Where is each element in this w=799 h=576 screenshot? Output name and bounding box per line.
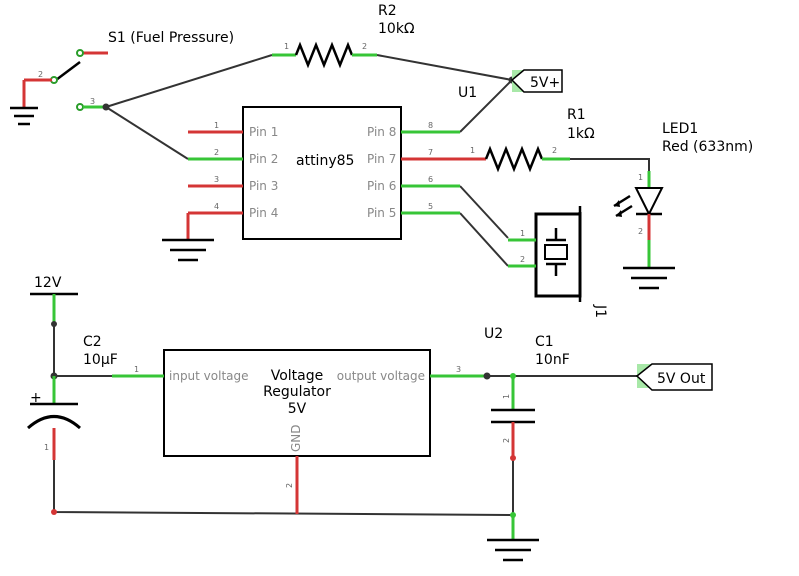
v12-label: 12V bbox=[34, 275, 62, 291]
wire-pin5-j1 bbox=[459, 212, 509, 267]
svg-text:2: 2 bbox=[214, 148, 219, 157]
c2-ref: C2 bbox=[83, 334, 102, 350]
svg-text:1: 1 bbox=[520, 229, 525, 238]
led1-ref: LED1 bbox=[662, 121, 698, 137]
wire-ground-rail bbox=[53, 460, 514, 516]
svg-text:1: 1 bbox=[214, 121, 219, 130]
led-led1[interactable]: LED1 Red (633nm) 1 2 bbox=[613, 121, 753, 290]
j1-ref: J1 bbox=[592, 304, 608, 318]
net-label-5v-out: 5V Out bbox=[635, 363, 713, 391]
net-5v-out-text: 5V Out bbox=[657, 371, 706, 387]
u1-pin5-label: Pin 5 bbox=[367, 206, 396, 220]
ground-symbol-main bbox=[487, 538, 539, 562]
ic-u1-attiny85[interactable]: U1 attiny85 1 2 3 4 Pin 1 Pin 2 Pin 3 Pi… bbox=[188, 85, 477, 240]
c1-ref: C1 bbox=[535, 334, 554, 350]
u1-pin2-label: Pin 2 bbox=[249, 152, 278, 166]
svg-text:5: 5 bbox=[428, 202, 433, 211]
led1-value: Red (633nm) bbox=[662, 139, 753, 155]
r1-value: 1kΩ bbox=[567, 126, 595, 142]
r1-ref: R1 bbox=[567, 107, 586, 123]
capacitor-c2[interactable]: C2 10µF + 1 bbox=[27, 334, 118, 515]
resistor-r2[interactable]: R2 10kΩ 1 2 bbox=[272, 3, 415, 69]
svg-text:6: 6 bbox=[428, 175, 433, 184]
switch-s1[interactable]: S1 (Fuel Pressure) 2 3 bbox=[10, 30, 234, 126]
u2-output-label: output voltage bbox=[337, 369, 425, 383]
svg-text:3: 3 bbox=[456, 365, 461, 374]
u1-ref: U1 bbox=[458, 85, 477, 101]
u1-pin7-label: Pin 7 bbox=[367, 152, 396, 166]
u1-name: attiny85 bbox=[296, 153, 354, 169]
svg-text:3: 3 bbox=[90, 97, 95, 106]
svg-text:8: 8 bbox=[428, 121, 433, 130]
wire-s1-r2 bbox=[105, 54, 273, 108]
svg-text:2: 2 bbox=[502, 438, 511, 443]
svg-text:2: 2 bbox=[38, 70, 43, 79]
svg-text:4: 4 bbox=[214, 202, 219, 211]
svg-text:1: 1 bbox=[470, 146, 475, 155]
resistor-r1[interactable]: R1 1kΩ 1 2 bbox=[460, 107, 595, 173]
ground-symbol-u1 bbox=[162, 213, 214, 262]
net-5v-plus-text: 5V+ bbox=[530, 75, 560, 91]
u1-pin1-label: Pin 1 bbox=[249, 125, 278, 139]
u1-pin4-label: Pin 4 bbox=[249, 206, 278, 220]
wire-r1-led bbox=[570, 158, 650, 171]
s1-label: S1 (Fuel Pressure) bbox=[108, 30, 234, 46]
svg-text:2: 2 bbox=[552, 146, 557, 155]
regulator-u2[interactable]: U2 Voltage Regulator 5V input voltage ou… bbox=[112, 326, 503, 514]
u2-title-line3: 5V bbox=[288, 401, 307, 417]
u2-gnd-label: GND bbox=[289, 424, 303, 452]
r2-value: 10kΩ bbox=[378, 21, 415, 37]
u2-title-line2: Regulator bbox=[263, 384, 331, 400]
u1-pin6-label: Pin 6 bbox=[367, 179, 396, 193]
svg-text:1: 1 bbox=[502, 394, 511, 399]
wire-pin6-j1 bbox=[459, 185, 509, 239]
svg-text:7: 7 bbox=[428, 148, 433, 157]
svg-text:1: 1 bbox=[134, 365, 139, 374]
svg-text:3: 3 bbox=[214, 175, 219, 184]
net-label-5v-plus: 5V+ bbox=[508, 69, 563, 93]
u2-ref: U2 bbox=[484, 326, 503, 342]
c1-value: 10nF bbox=[535, 352, 570, 368]
svg-text:2: 2 bbox=[285, 483, 294, 488]
u1-pin8-label: Pin 8 bbox=[367, 125, 396, 139]
svg-text:1: 1 bbox=[284, 42, 289, 51]
svg-text:2: 2 bbox=[638, 227, 643, 236]
supply-12v: 12V bbox=[30, 275, 78, 380]
c2-polarity: + bbox=[30, 390, 42, 406]
svg-text:2: 2 bbox=[362, 42, 367, 51]
wire-pin8-5v bbox=[459, 79, 513, 133]
r2-ref: R2 bbox=[378, 3, 397, 19]
wire-s1-pin2 bbox=[105, 106, 189, 160]
svg-text:2: 2 bbox=[520, 255, 525, 264]
crystal-j1[interactable]: 1 2 J1 bbox=[508, 206, 608, 318]
wire-r2-5v bbox=[376, 54, 513, 81]
u1-pin3-label: Pin 3 bbox=[249, 179, 278, 193]
svg-text:1: 1 bbox=[638, 173, 643, 182]
svg-text:1: 1 bbox=[44, 443, 49, 452]
u2-input-label: input voltage bbox=[169, 369, 249, 383]
u2-title-line1: Voltage bbox=[271, 368, 324, 384]
capacitor-c1[interactable]: C1 10nF 1 2 bbox=[491, 334, 570, 540]
c2-value: 10µF bbox=[83, 352, 118, 368]
